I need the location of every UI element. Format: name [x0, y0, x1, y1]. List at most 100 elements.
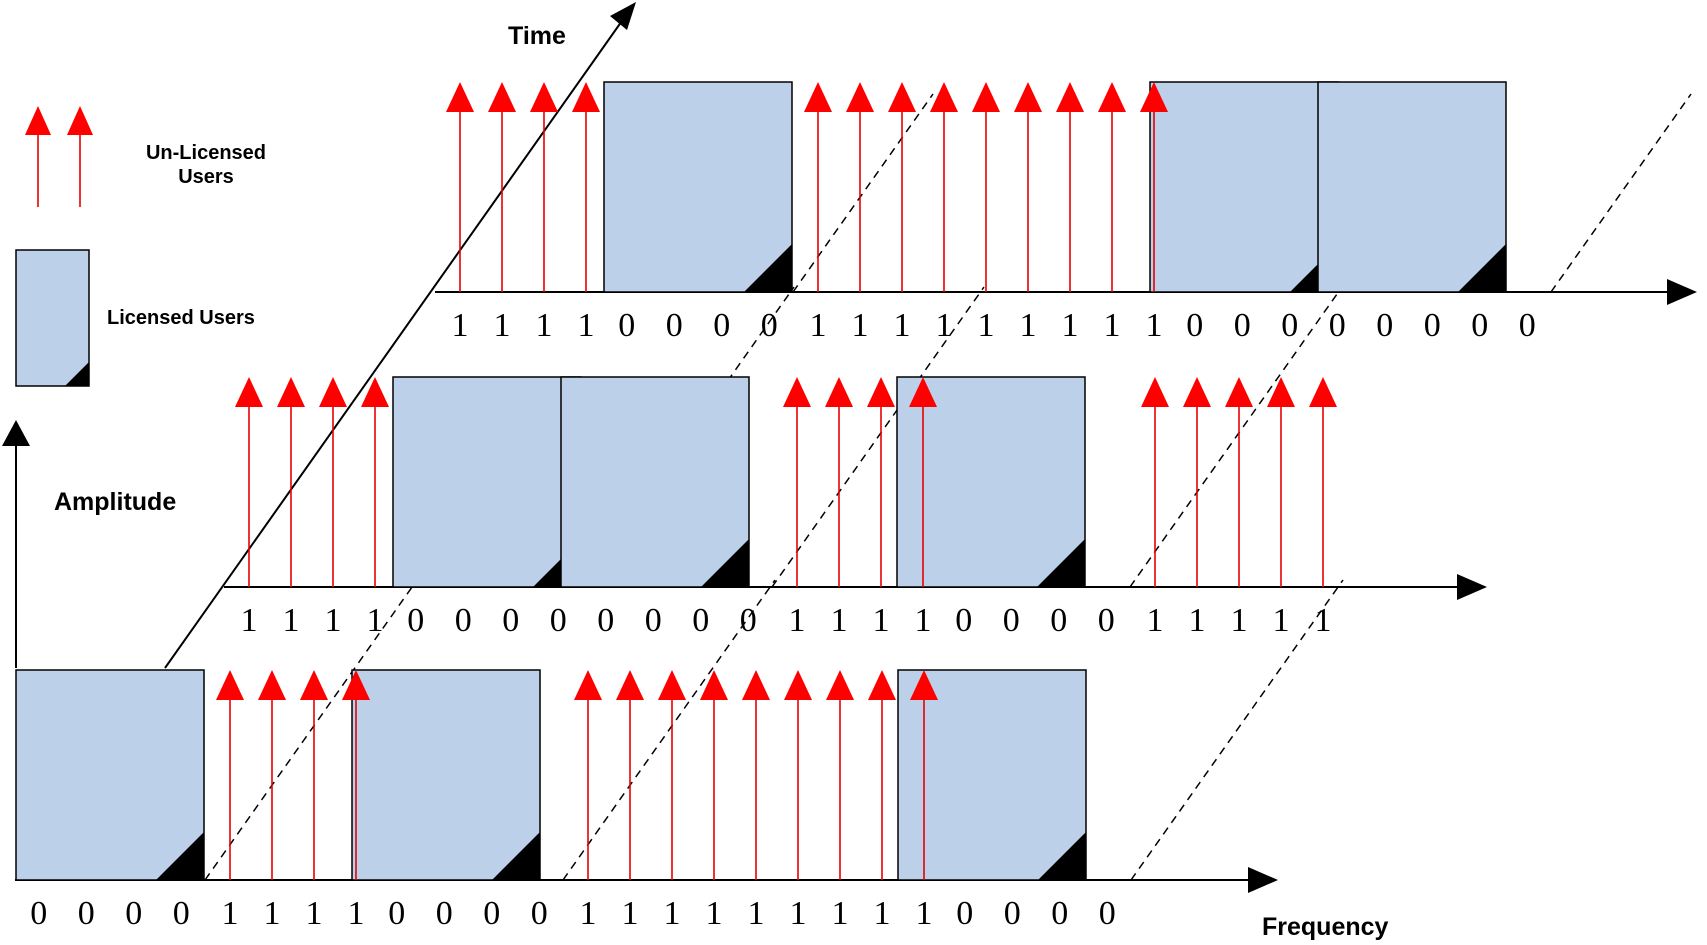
- bit-label: 1: [452, 307, 469, 344]
- bit-label: 0: [483, 895, 500, 932]
- licensed-user-block: [15, 669, 205, 881]
- bit-label: 0: [436, 895, 453, 932]
- legend-licensed-label: Licensed Users: [107, 307, 255, 329]
- bit-label: 1: [832, 895, 849, 932]
- legend-unlicensed-label-line2: Users: [178, 166, 234, 188]
- bit-label: 0: [1376, 307, 1393, 344]
- licensed-user-block: [1149, 81, 1339, 293]
- bit-label: 1: [978, 307, 995, 344]
- unlicensed-user-arrow: [700, 670, 728, 880]
- bit-label: 1: [494, 307, 511, 344]
- bit-label: 0: [761, 307, 778, 344]
- bit-label: 0: [740, 602, 757, 639]
- bit-label: 0: [692, 602, 709, 639]
- licensed-user-block: [1317, 81, 1507, 293]
- licensed-user-block: [896, 376, 1086, 588]
- bit-label: 1: [283, 602, 300, 639]
- bit-label: 1: [915, 602, 932, 639]
- unlicensed-user-arrow: [910, 670, 938, 880]
- bit-label: 1: [325, 602, 342, 639]
- unlicensed-user-arrow: [1309, 377, 1337, 587]
- bit-label: 0: [125, 895, 142, 932]
- unlicensed-user-arrow: [1056, 82, 1084, 292]
- unlicensed-user-arrow: [300, 670, 328, 880]
- unlicensed-user-arrow: [1140, 82, 1168, 292]
- bit-label: 0: [531, 895, 548, 932]
- time-projection-dashed-line: [771, 286, 985, 588]
- unlicensed-user-arrow: [742, 670, 770, 880]
- unlicensed-user-arrow: [783, 377, 811, 587]
- bit-label: 1: [810, 307, 827, 344]
- bit-label: 0: [78, 895, 95, 932]
- legend-arrow-head: [25, 106, 51, 135]
- bit-label: 0: [455, 602, 472, 639]
- bit-label: 1: [852, 307, 869, 344]
- unlicensed-user-arrow: [1267, 377, 1295, 587]
- time-projection-dashed-line: [1550, 93, 1692, 293]
- unlicensed-user-arrow: [909, 377, 937, 587]
- time-projection-dashed-line: [562, 579, 776, 881]
- bit-label: 0: [388, 895, 405, 932]
- licensed-user-block: [560, 376, 750, 588]
- bit-label: 0: [1234, 307, 1251, 344]
- time-axis: [164, 17, 625, 669]
- bit-label: 0: [713, 307, 730, 344]
- bit-label: 1: [1189, 602, 1206, 639]
- unlicensed-user-arrow: [616, 670, 644, 880]
- bit-label: 0: [1003, 602, 1020, 639]
- bit-label: 1: [1020, 307, 1037, 344]
- unlicensed-user-arrow: [1014, 82, 1042, 292]
- unlicensed-user-arrow: [1141, 377, 1169, 587]
- licensed-user-block: [351, 669, 541, 881]
- bit-label: 1: [1273, 602, 1290, 639]
- unlicensed-user-arrow: [825, 377, 853, 587]
- bit-label: 1: [790, 895, 807, 932]
- unlicensed-user-arrow: [361, 377, 389, 587]
- bit-label: 0: [597, 602, 614, 639]
- bit-label: 1: [916, 895, 933, 932]
- time-axis-arrowhead: [610, 2, 636, 30]
- unlicensed-user-arrow: [868, 670, 896, 880]
- axes: [2, 2, 636, 669]
- bit-label: 1: [831, 602, 848, 639]
- bit-label: 0: [956, 895, 973, 932]
- bit-label: 0: [1329, 307, 1346, 344]
- bit-label: 1: [578, 307, 595, 344]
- time-projection-dashed-line: [792, 93, 934, 293]
- licensed-user-block: [897, 669, 1087, 881]
- bit-label: 0: [1186, 307, 1203, 344]
- unlicensed-user-arrow: [574, 670, 602, 880]
- bit-label: 0: [666, 307, 683, 344]
- unlicensed-user-arrow: [1183, 377, 1211, 587]
- bit-label: 1: [622, 895, 639, 932]
- unlicensed-user-arrow: [804, 82, 832, 292]
- bit-label: 1: [936, 307, 953, 344]
- unlicensed-user-arrow: [216, 670, 244, 880]
- bit-label: 1: [536, 307, 553, 344]
- legend-unlicensed-arrows: [25, 106, 93, 207]
- bit-label: 0: [502, 602, 519, 639]
- unlicensed-user-arrow: [826, 670, 854, 880]
- frequency-axis-arrowhead: [1457, 574, 1487, 600]
- time-projection-dashed-line: [1130, 579, 1344, 881]
- bit-label: 0: [1424, 307, 1441, 344]
- bit-label: 1: [1062, 307, 1079, 344]
- frequency-axis-arrowhead: [1667, 279, 1697, 305]
- bit-label: 0: [1050, 602, 1067, 639]
- legend-licensed-box: [15, 249, 90, 387]
- frequency-axis-label: Frequency: [1262, 913, 1389, 941]
- time-projection-dashed-line: [204, 579, 418, 881]
- bit-label: 0: [1519, 307, 1536, 344]
- bit-label: 1: [1104, 307, 1121, 344]
- amplitude-axis-arrowhead: [2, 420, 30, 446]
- bit-label: 0: [1471, 307, 1488, 344]
- unlicensed-user-arrow: [446, 82, 474, 292]
- bit-label: 1: [748, 895, 765, 932]
- unlicensed-user-arrow: [930, 82, 958, 292]
- unlicensed-user-arrow: [888, 82, 916, 292]
- bit-label: 1: [789, 602, 806, 639]
- bit-label: 0: [1004, 895, 1021, 932]
- bit-label: 0: [645, 602, 662, 639]
